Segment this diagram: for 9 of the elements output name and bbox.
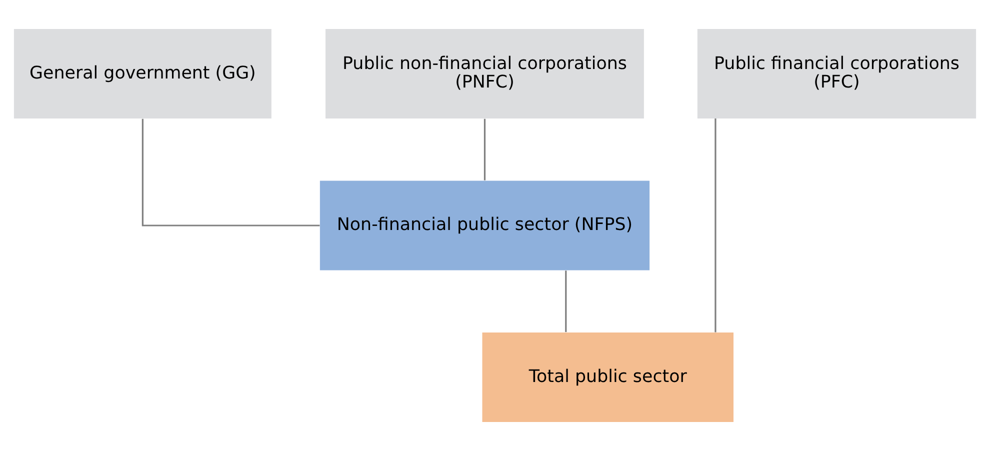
connector [714, 118, 716, 332]
connector [484, 118, 486, 180]
node-box: Public financial corporations (PFC) [697, 28, 976, 118]
node-box: Total public sector [482, 332, 734, 422]
connector [142, 118, 320, 226]
node-box: Public non-financial corporations (PNFC) [326, 28, 644, 118]
connector [565, 270, 567, 332]
node-box: Non-financial public sector (NFPS) [320, 180, 650, 270]
node-box: General government (GG) [14, 28, 272, 118]
